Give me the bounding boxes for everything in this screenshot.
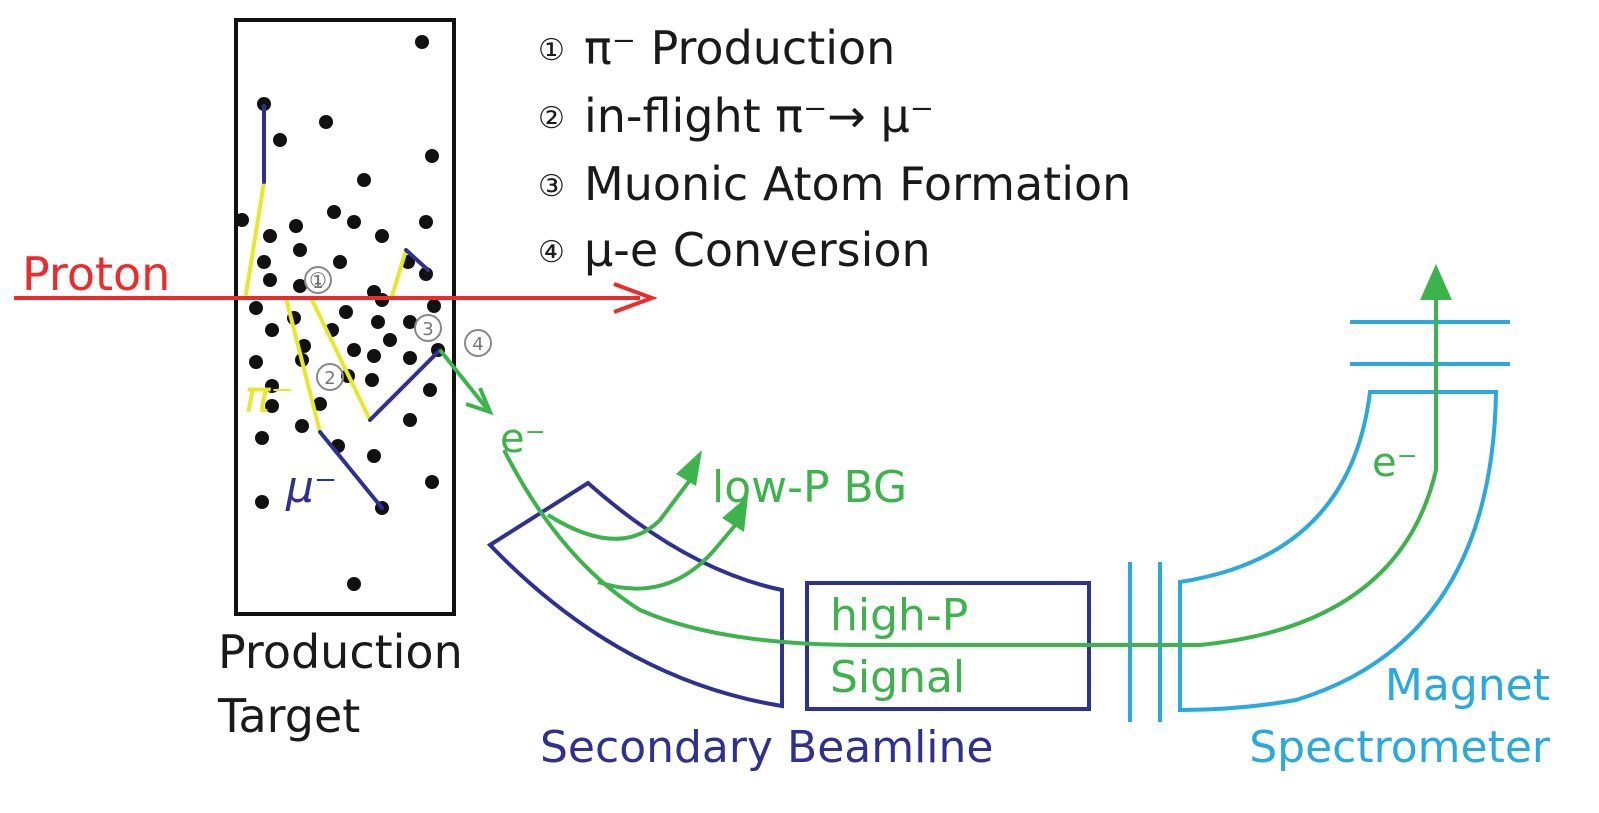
nucleus-dot: [263, 229, 277, 243]
spectrometer-label-line2: Spectrometer: [1249, 722, 1551, 773]
nucleus-dot: [319, 115, 333, 129]
marker-3-circle: [414, 314, 442, 342]
low-p-bg-label: low-P BG: [712, 462, 907, 513]
proton-label: Proton: [22, 247, 170, 301]
low-p-bg-arrowhead-lower: [722, 496, 748, 532]
marker-1-digit: 1: [312, 272, 323, 293]
nucleus-dot: [367, 449, 381, 463]
electron-main-track: [502, 270, 1438, 647]
marker-4-digit: 4: [472, 334, 483, 355]
nucleus-dot: [347, 343, 361, 357]
legend-step-3-text: Muonic Atom Formation: [584, 157, 1131, 211]
nucleus-dot: [403, 351, 417, 365]
nucleus-dot: [293, 279, 307, 293]
nucleus-dot: [415, 35, 429, 49]
legend-step-1-text: π⁻ Production: [584, 21, 895, 75]
electron-arrowhead-short: [465, 387, 494, 416]
pion-track: [244, 180, 266, 296]
nucleus-dot: [339, 305, 353, 319]
nucleus-dot: [249, 355, 263, 369]
electron-label: e⁻: [500, 416, 546, 462]
beamline-label: Secondary Beamline: [540, 722, 994, 773]
nucleus-dot: [273, 133, 287, 147]
nucleus-dot: [235, 213, 249, 227]
low-p-bg-arrowhead-upper: [676, 450, 702, 486]
target-nuclei: [235, 35, 445, 591]
legend-step-4-text: μ-e Conversion: [584, 223, 931, 277]
muon-track: [404, 248, 430, 272]
nucleus-dot: [265, 399, 279, 413]
marker-1-circle: [304, 266, 332, 294]
nucleus-dot: [293, 243, 307, 257]
muon-track: [368, 348, 442, 422]
high-p-label-line1: high-P: [830, 590, 968, 641]
nucleus-dot: [327, 205, 341, 219]
step-markers: ① 1 ② 2 ③ 3 ④ 4: [304, 266, 492, 391]
proton-arrowhead: [613, 282, 658, 314]
legend-step-2-text: in-flight π⁻→ μ⁻: [584, 89, 934, 143]
nucleus-dot: [425, 475, 439, 489]
legend-step-4-num: ④: [538, 235, 565, 270]
nucleus-dot: [427, 299, 441, 313]
legend-step-1-num: ①: [538, 33, 565, 68]
low-p-bg-track-lower: [597, 520, 740, 591]
nucleus-dot: [255, 495, 269, 509]
legend-step-2-num: ②: [538, 101, 565, 136]
high-p-label-line2: Signal: [830, 652, 965, 703]
target-label-line1: Production: [218, 625, 463, 679]
nucleus-dot: [347, 215, 361, 229]
marker-2-circle: [316, 363, 344, 391]
nucleus-dot: [313, 397, 327, 411]
nucleus-dot: [425, 149, 439, 163]
electron-track-short: [438, 348, 490, 412]
legend-step-3-num: ③: [538, 169, 565, 204]
spectrometer-curved-pipe: [1178, 390, 1499, 713]
nucleus-dot: [423, 383, 437, 397]
nucleus-dot: [375, 229, 389, 243]
marker-1: ①: [309, 268, 327, 292]
nucleus-dot: [347, 577, 361, 591]
pion-track: [284, 296, 322, 434]
production-target-box: [234, 18, 456, 616]
nucleus-dot: [357, 173, 371, 187]
step-legend: ① π⁻ Production ② in-flight π⁻→ μ⁻ ③ Muo…: [538, 21, 1131, 277]
nucleus-dot: [265, 379, 279, 393]
nucleus-dot: [419, 215, 433, 229]
target-label-line2: Target: [217, 689, 360, 743]
nucleus-dot: [265, 323, 279, 337]
muon-label: μ⁻: [285, 462, 337, 513]
nucleus-dot: [365, 373, 379, 387]
muon-track: [318, 430, 384, 510]
pion-track: [310, 298, 372, 422]
nucleus-dot: [367, 349, 381, 363]
nucleus-dot: [255, 431, 269, 445]
marker-3-digit: 3: [422, 319, 433, 340]
electron-spectrometer-label: e⁻: [1372, 440, 1418, 486]
pion-track: [390, 248, 408, 298]
pion-label: π⁻: [244, 372, 294, 423]
nucleus-dot: [257, 255, 271, 269]
nucleus-dot: [333, 255, 347, 269]
nucleus-dot: [371, 315, 385, 329]
nucleus-dot: [263, 273, 277, 287]
electron-arrowhead-spectrometer: [1420, 264, 1452, 300]
nucleus-dot: [383, 333, 397, 347]
pion-tracks: [244, 180, 408, 434]
nucleus-dot: [289, 219, 303, 233]
low-p-bg-track-upper: [546, 478, 692, 541]
spectrometer-label-line1: Magnet: [1385, 660, 1550, 711]
nucleus-dot: [249, 301, 263, 315]
nucleus-dot: [403, 413, 417, 427]
muon-tracks: [262, 104, 442, 510]
marker-2-digit: 2: [324, 368, 335, 389]
marker-4-circle: [464, 329, 492, 357]
nucleus-dot: [403, 315, 417, 329]
nucleus-dot: [295, 419, 309, 433]
